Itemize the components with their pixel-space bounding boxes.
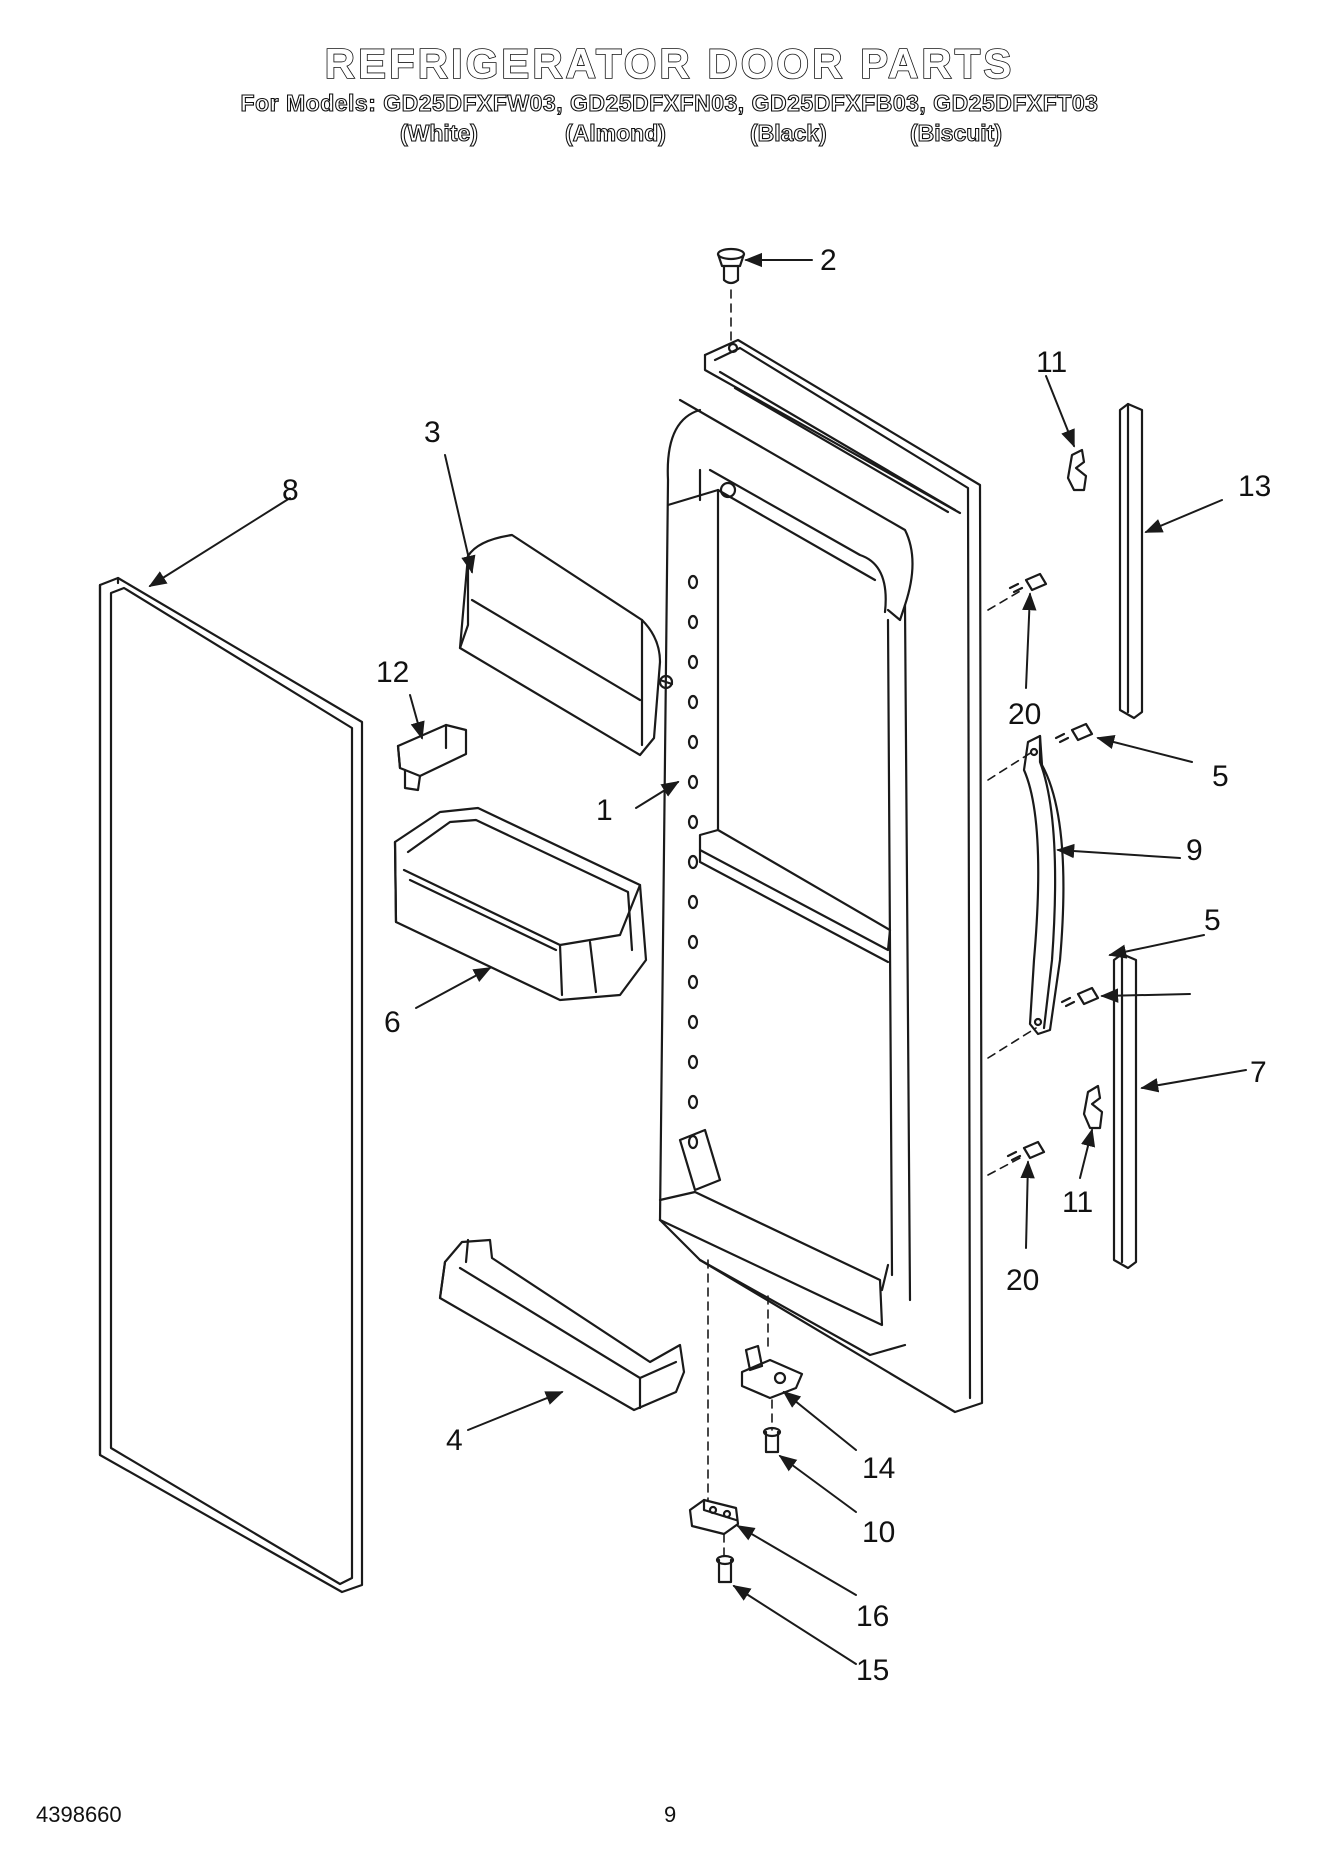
callout-20-upper: 20: [1008, 698, 1041, 731]
door-gasket-part-8: [98, 576, 364, 1594]
leader-arrows: [148, 252, 1247, 1665]
trim-clip-part-11-upper: [1066, 448, 1088, 492]
clip-part-12: [396, 723, 468, 792]
trim-strip-part-13: [1118, 402, 1144, 720]
color-white: (White): [399, 119, 478, 146]
hinge-screw-part-10: [762, 1426, 782, 1454]
callout-5-upper: 5: [1212, 760, 1229, 793]
callout-20-lower: 20: [1006, 1264, 1039, 1297]
callout-5-lower: 5: [1204, 904, 1221, 937]
handle-screw-part-5-lower: [1060, 986, 1100, 1008]
door-shelf-part-4: [438, 1238, 686, 1412]
door-bin-cover-part-3: [458, 533, 674, 757]
callout-1: 1: [596, 794, 613, 827]
callout-14: 14: [862, 1452, 895, 1485]
callout-9: 9: [1186, 834, 1203, 867]
models-line: For Models: GD25DFXFW03, GD25DFXFN03, GD…: [240, 89, 1099, 116]
callout-12: 12: [376, 656, 409, 689]
callout-2: 2: [820, 244, 837, 277]
callout-labels: 2 11 13 8 3 20 5 12 1 9 5 6 7 11 20 4 14…: [282, 244, 1271, 1687]
page-number: 9: [664, 1802, 677, 1827]
callout-11-lower: 11: [1062, 1186, 1093, 1219]
callout-11-upper: 11: [1036, 346, 1067, 379]
callout-7: 7: [1250, 1056, 1267, 1089]
trim-clip-part-11-lower: [1082, 1084, 1104, 1130]
page-title: REFRIGERATOR DOOR PARTS: [324, 39, 1015, 88]
assembly-dashed-lines: [707, 289, 1037, 1557]
screw-part-20-upper: [1008, 572, 1048, 594]
door-part-1: [658, 338, 984, 1414]
callout-8: 8: [282, 474, 299, 507]
hinge-bracket-part-16: [688, 1498, 740, 1536]
screw-part-20-lower: [1006, 1140, 1046, 1162]
handle-screw-part-5-upper: [1054, 722, 1094, 744]
screw-part-15: [715, 1554, 735, 1584]
callout-3: 3: [424, 416, 441, 449]
trim-strip-part-7: [1112, 952, 1138, 1270]
color-biscuit: (Biscuit): [909, 119, 1002, 146]
door-bin-part-6: [393, 806, 648, 1002]
hinge-pin-part-2: [716, 247, 746, 354]
callout-13: 13: [1238, 470, 1271, 503]
callout-4: 4: [446, 1424, 463, 1457]
callout-16: 16: [856, 1600, 889, 1633]
callout-10: 10: [862, 1516, 895, 1549]
callout-6: 6: [384, 1006, 401, 1039]
color-black: (Black): [749, 119, 827, 146]
callout-15: 15: [856, 1654, 889, 1687]
color-almond: (Almond): [564, 119, 666, 146]
lower-hinge-part-14: [740, 1344, 804, 1400]
door-handle-part-9: [1022, 734, 1065, 1036]
document-number: 4398660: [36, 1802, 122, 1827]
